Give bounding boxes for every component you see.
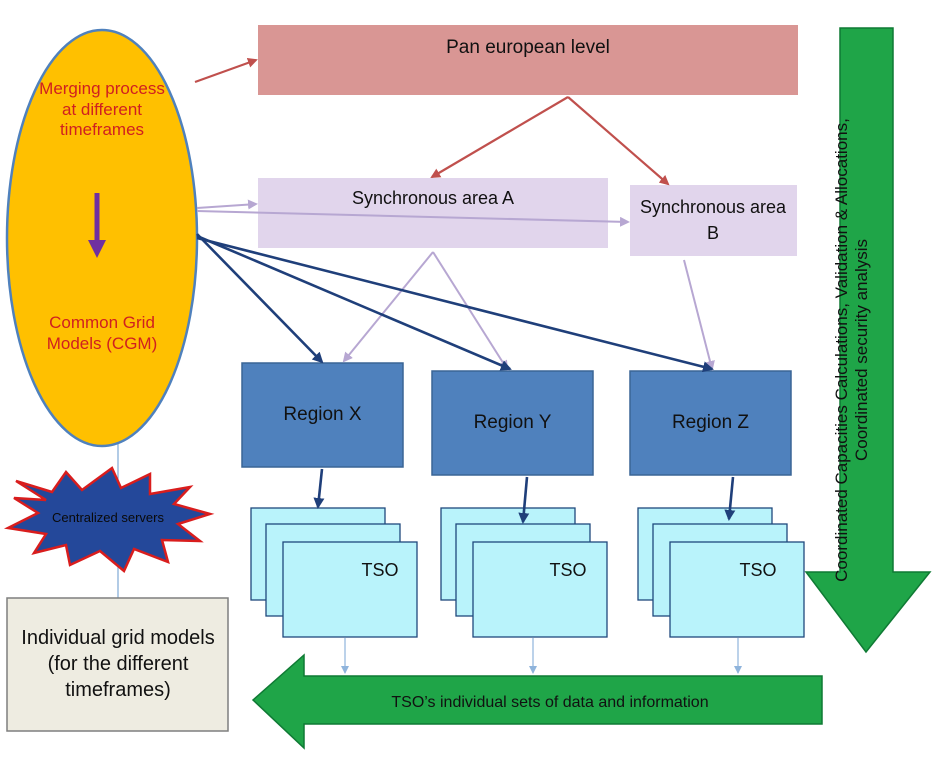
merging-bottom-text: Common Grid Models (CGM)	[46, 313, 158, 353]
region-z-box	[629, 370, 792, 476]
ellipse-to-region-x-arrow	[196, 233, 324, 364]
sync-area-b-box	[630, 185, 797, 256]
region-y-to-tso-arrow	[518, 476, 530, 524]
tso-card-3c	[669, 541, 805, 638]
right-arrow-label: Coordinated Capacities Calculations, Val…	[832, 118, 872, 582]
centralized-servers-starburst	[3, 466, 215, 574]
ellipse-to-pan-arrow	[194, 58, 258, 84]
pan-european-label: Pan european level	[446, 37, 610, 59]
ellipse-to-sync-b-arrow	[196, 210, 630, 227]
region-x-to-tso-arrow	[313, 468, 325, 509]
bottom-green-arrow	[251, 653, 823, 750]
region-x-label: Region X	[283, 404, 362, 426]
region-x-box	[241, 362, 404, 468]
sync-a-to-region-x-arrow	[342, 251, 434, 363]
tso-label-1: TSO	[361, 560, 399, 581]
tso-card-1c	[282, 541, 418, 638]
individual-models-label: Individual grid models (for the differen…	[21, 627, 215, 701]
region-z-label: Region Z	[671, 412, 750, 434]
tso-label-2: TSO	[549, 560, 587, 581]
tso-label-3: TSO	[739, 560, 777, 581]
ellipse-to-region-y-arrow	[196, 234, 512, 371]
centralized-servers-label: Centralized servers	[52, 510, 164, 526]
sync-a-to-region-y-arrow	[432, 251, 509, 371]
individual-models-box	[6, 597, 229, 732]
sync-area-a-box	[258, 178, 608, 248]
sync-b-to-region-z-arrow	[683, 259, 715, 371]
pan-european-box	[258, 25, 798, 95]
sync-area-a-label: Synchronous area A	[351, 188, 515, 209]
region-y-box	[431, 370, 594, 476]
sync-area-b-label: Synchronous area B	[639, 196, 787, 243]
pan-to-sync-a-arrow	[430, 96, 569, 179]
tso-card-2c	[472, 541, 608, 638]
ellipse-down-arrowhead	[88, 240, 106, 258]
merging-top-text: Merging process at different timeframes	[39, 78, 165, 140]
ellipse-to-sync-a-arrow	[196, 199, 258, 210]
region-y-label: Region Y	[473, 412, 552, 434]
pan-to-sync-b-arrow	[567, 96, 670, 186]
region-z-to-tso-arrow	[724, 476, 736, 521]
bottom-arrow-label: TSO’s individual sets of data and inform…	[391, 694, 709, 712]
right-green-arrow	[804, 27, 932, 654]
ellipse-to-region-z-arrow	[196, 236, 714, 373]
